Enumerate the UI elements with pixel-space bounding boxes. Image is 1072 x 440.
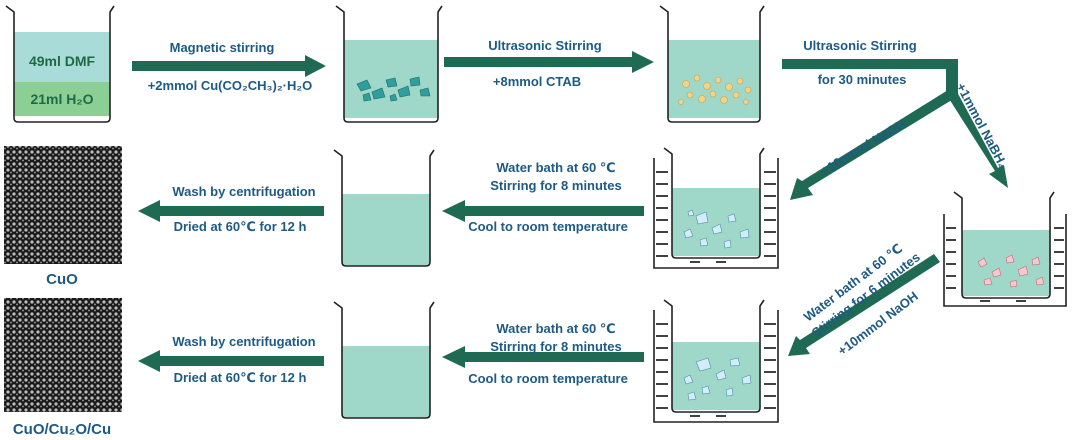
- beaker-outline: [333, 301, 435, 419]
- liquid: [672, 342, 760, 410]
- wash-lower-line1: Wash by centrifugation: [172, 334, 315, 349]
- bath-water-lines: [656, 171, 776, 263]
- bath-water-lines: [656, 323, 776, 417]
- arrow-step3: [782, 59, 958, 98]
- step3-bottom-label: for 30 minutes: [818, 72, 907, 87]
- result-lower-label: CuO/Cu₂O/Cu: [13, 421, 111, 438]
- arrow-lower-cool: [442, 346, 644, 368]
- beaker-outline: [953, 191, 1055, 299]
- particles-upper: [683, 209, 750, 249]
- branch-nabh4-label: +1mmol NaBH₄: [953, 80, 1011, 171]
- step3-top-label: Ultrasonic Stirring: [803, 38, 916, 53]
- sem-image-cuo: [4, 146, 122, 264]
- wash-lower-line2: Dried at 60℃ for 12 h: [174, 370, 307, 385]
- bath-upper-line1: Water bath at 60 ℃: [496, 160, 615, 175]
- bath-outline: [653, 158, 779, 269]
- water-label: 21ml H₂O: [30, 91, 93, 107]
- arrow-step2: [444, 51, 654, 73]
- bath-lower-line1: Water bath at 60 ℃: [496, 321, 615, 336]
- water-layer: [14, 82, 110, 116]
- bath-lower-line3: Cool to room temperature: [468, 371, 628, 386]
- beaker-outline: [5, 5, 115, 123]
- step2-top-label: Ultrasonic Stirring: [488, 38, 601, 53]
- bath-water-lines: [946, 227, 1064, 302]
- arrow-branch-nabh4: [946, 90, 1008, 188]
- particles-pink: [977, 254, 1045, 288]
- water-bath-upper: [653, 147, 779, 269]
- result-upper-label: CuO: [46, 271, 78, 288]
- particles-micelles: [678, 74, 752, 105]
- arrow-step1: [132, 55, 326, 77]
- arrow-branch-naoh: [790, 90, 955, 200]
- step2-bottom-label: +8mmol CTAB: [493, 74, 581, 89]
- beaker-outline: [333, 149, 435, 267]
- water-bath-lower: [653, 299, 779, 423]
- beaker-copper-acetate: [335, 5, 443, 123]
- arrow-upper-cool: [442, 200, 644, 222]
- sem-image-cuo-cu2o-cu: [4, 298, 122, 412]
- bath-outline: [943, 214, 1067, 307]
- branch-naoh-label: +10mmol NaOH: [818, 116, 908, 179]
- beaker-outline: [335, 5, 443, 123]
- arrow-lower-diagonal: [788, 254, 940, 356]
- bath-upper-line2: Stirring for 8 minutes: [490, 178, 621, 193]
- bath-outline: [653, 310, 779, 423]
- beaker-dmf-water: 49ml DMF 21ml H₂O: [5, 5, 115, 123]
- particles-lower: [683, 357, 752, 401]
- bath-upper-line3: Cool to room temperature: [468, 219, 628, 234]
- liquid: [342, 194, 430, 266]
- wash-upper-line2: Dried at 60℃ for 12 h: [174, 219, 307, 234]
- step1-top-label: Magnetic stirring: [170, 40, 275, 55]
- water-bath-right: [943, 191, 1067, 307]
- beaker-lower-result: [333, 301, 435, 419]
- liquid: [672, 188, 760, 256]
- beaker-ctab: [659, 5, 765, 123]
- liquid: [342, 346, 430, 418]
- arrow-lower-wash: [138, 350, 324, 372]
- beaker-outline: [663, 147, 765, 259]
- step1-bottom-label: +2mmol Cu(CO₂CH₃)₂·H₂O: [148, 78, 313, 93]
- beaker-outline: [663, 299, 765, 413]
- beaker-upper-result: [333, 149, 435, 267]
- beaker-outline: [659, 5, 765, 123]
- liquid: [668, 40, 760, 118]
- dmf-label: 49ml DMF: [29, 53, 96, 69]
- bath-lower-line2: Stirring for 8 minutes: [490, 339, 621, 354]
- dmf-layer: [14, 32, 110, 82]
- particles-teal: [356, 76, 431, 102]
- wash-upper-line1: Wash by centrifugation: [172, 184, 315, 199]
- arrow-upper-wash: [138, 200, 324, 222]
